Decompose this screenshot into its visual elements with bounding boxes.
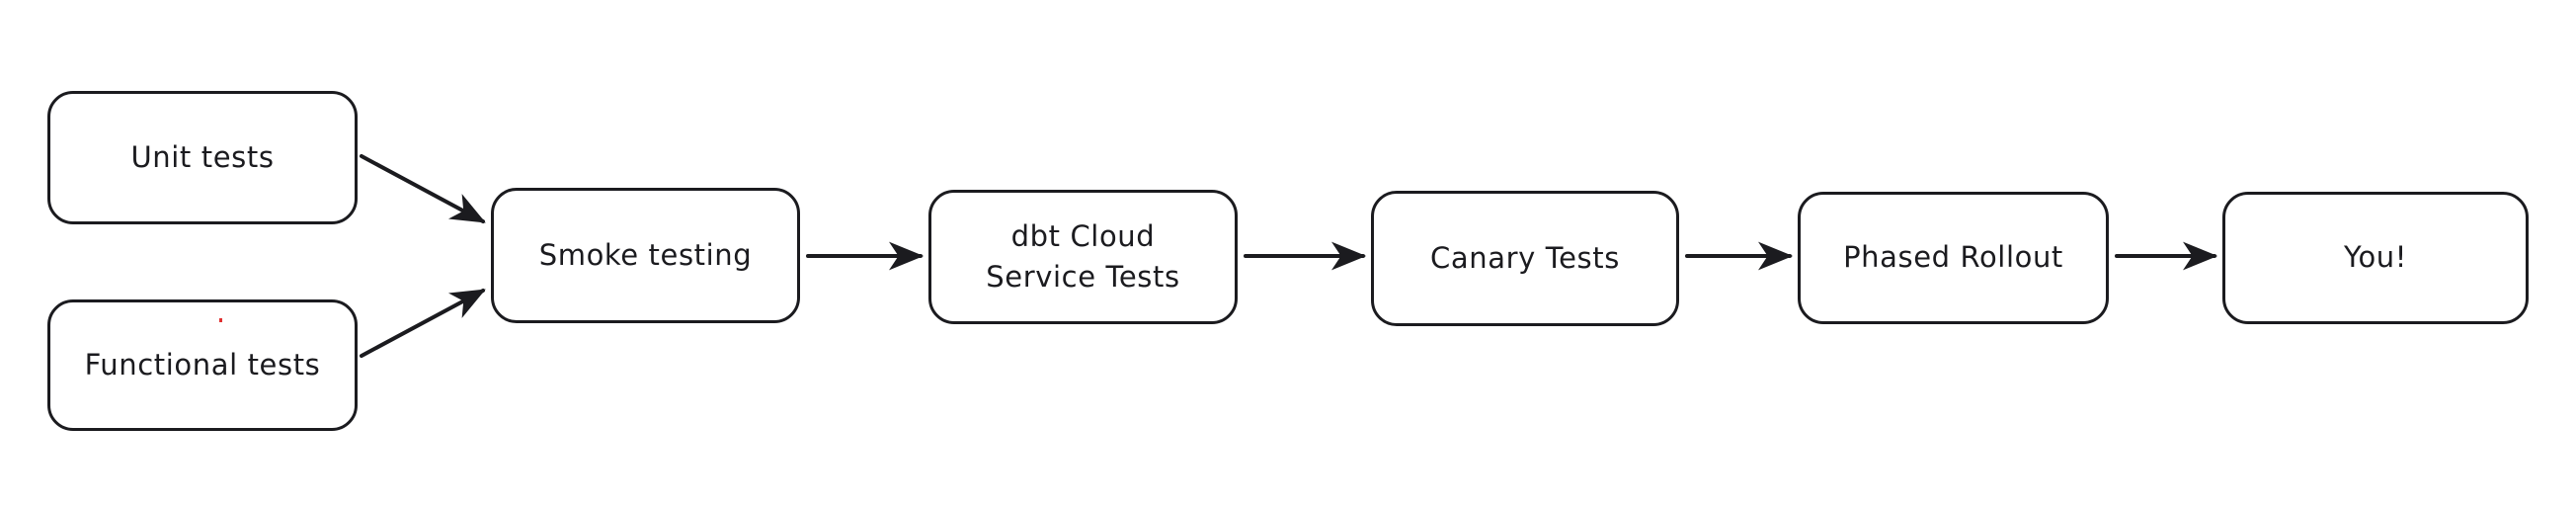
node-unit-tests[interactable]: Unit tests bbox=[47, 91, 358, 224]
node-canary-tests[interactable]: Canary Tests bbox=[1371, 191, 1679, 326]
node-label-canary-tests: Canary Tests bbox=[1430, 240, 1620, 275]
node-you[interactable]: You! bbox=[2222, 192, 2529, 324]
node-label-unit-tests: Unit tests bbox=[130, 139, 275, 174]
node-dbt-cloud-service-tests[interactable]: dbt Cloud Service Tests bbox=[928, 190, 1238, 324]
node-label-dbt-cloud-service-tests: dbt Cloud Service Tests bbox=[986, 218, 1180, 294]
node-label-smoke-testing: Smoke testing bbox=[538, 237, 753, 272]
node-phased-rollout[interactable]: Phased Rollout bbox=[1798, 192, 2109, 324]
node-label-you: You! bbox=[2343, 240, 2407, 275]
edge-functional-to-smoke bbox=[360, 289, 486, 358]
node-label-phased-rollout: Phased Rollout bbox=[1843, 240, 2063, 275]
node-functional-tests[interactable]: Functional tests bbox=[47, 299, 358, 431]
node-smoke-testing[interactable]: Smoke testing bbox=[491, 188, 800, 323]
stray-mark bbox=[219, 318, 222, 322]
edge-unit-to-smoke bbox=[360, 154, 486, 223]
node-label-functional-tests: Functional tests bbox=[84, 347, 321, 382]
